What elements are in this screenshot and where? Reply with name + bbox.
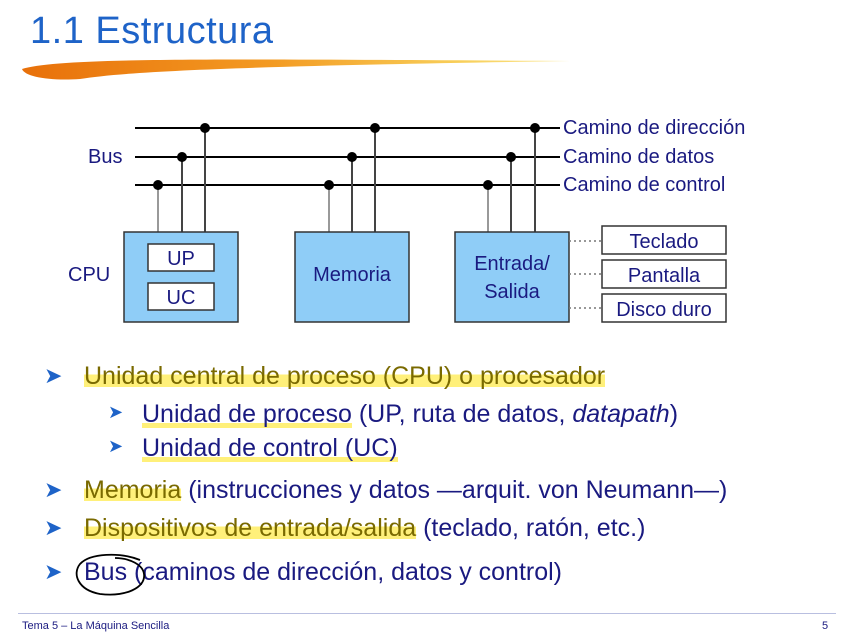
- memory-box: [294, 231, 410, 323]
- footer-page-number: 5: [822, 620, 829, 632]
- memory-label: Memoria: [313, 264, 392, 286]
- bullet-up-italic: datapath: [572, 400, 670, 428]
- control-path-label: Camino de control: [563, 174, 725, 196]
- bullet-bus-rest: (caminos de dirección, datos y control): [127, 558, 563, 586]
- up-box: [147, 243, 215, 272]
- bullet-up-highlight: Unidad de proceso: [142, 400, 352, 428]
- io-label-line1: Entrada/: [474, 253, 550, 275]
- bullet-arrow-icon: ➤: [44, 559, 63, 584]
- disk-label: Disco duro: [616, 299, 712, 321]
- bullet-arrow-icon: ➤: [44, 515, 63, 540]
- footer-course-title: Tema 5 – La Máquina Sencilla: [22, 620, 170, 632]
- disk-box: [601, 293, 727, 323]
- bullet-uc-highlight: Unidad de control: [142, 434, 338, 462]
- bullet-cpu: Unidad central de proceso (CPU) o proces…: [84, 362, 606, 391]
- io-label-line2: Salida: [484, 281, 540, 303]
- bullet-up-rest: (UP, ruta de datos,: [351, 400, 573, 428]
- cpu-label: CPU: [68, 264, 110, 286]
- sub-bullet-arrow-icon: ➤: [108, 402, 124, 422]
- bullet-memory-rest: (instrucciones y datos —arquit. von Neum…: [181, 476, 728, 504]
- bullet-memory-highlight: Memoria: [84, 476, 182, 504]
- screen-label: Pantalla: [628, 265, 701, 287]
- bullet-bus: Bus (caminos de dirección, datos y contr…: [84, 558, 562, 587]
- sub-bullet-arrow-icon: ➤: [108, 436, 124, 456]
- hand-drawn-circle-annotation: [75, 553, 145, 596]
- bullet-uc: Unidad de control (UC): [142, 434, 398, 463]
- bus-label: Bus: [88, 146, 122, 168]
- bullet-up: Unidad de proceso (UP, ruta de datos, da…: [142, 400, 678, 429]
- computer-structure-diagram: Bus Camino de dirección Camino de datos …: [68, 117, 745, 323]
- screen-box: [601, 259, 727, 289]
- bullet-uc-rest: (UC): [337, 434, 398, 462]
- page-title: 1.1 Estructura: [30, 10, 274, 52]
- keyboard-box: [601, 225, 727, 255]
- bullet-io-highlight: Dispositivos de entrada/salida: [84, 514, 417, 542]
- uc-label: UC: [167, 287, 196, 309]
- address-path-label: Camino de dirección: [563, 117, 745, 139]
- data-path-label: Camino de datos: [563, 146, 714, 168]
- bullet-memory: Memoria (instrucciones y datos —arquit. …: [84, 476, 727, 505]
- footer-divider: [18, 613, 836, 614]
- bullet-arrow-icon: ➤: [44, 477, 63, 502]
- bullet-up-end: ): [669, 400, 679, 428]
- keyboard-label: Teclado: [630, 231, 699, 253]
- title-underline-swoosh: [22, 59, 570, 80]
- bullet-io-rest: (teclado, ratón, etc.): [416, 514, 646, 542]
- bullet-io: Dispositivos de entrada/salida (teclado,…: [84, 514, 645, 543]
- bullet-bus-circled: Bus: [84, 558, 128, 586]
- up-label: UP: [167, 248, 195, 270]
- bullet-arrow-icon: ➤: [44, 363, 63, 388]
- io-box: [454, 231, 570, 323]
- bullet-cpu-text: Unidad central de proceso (CPU) o proces…: [84, 362, 606, 390]
- uc-box: [147, 282, 215, 311]
